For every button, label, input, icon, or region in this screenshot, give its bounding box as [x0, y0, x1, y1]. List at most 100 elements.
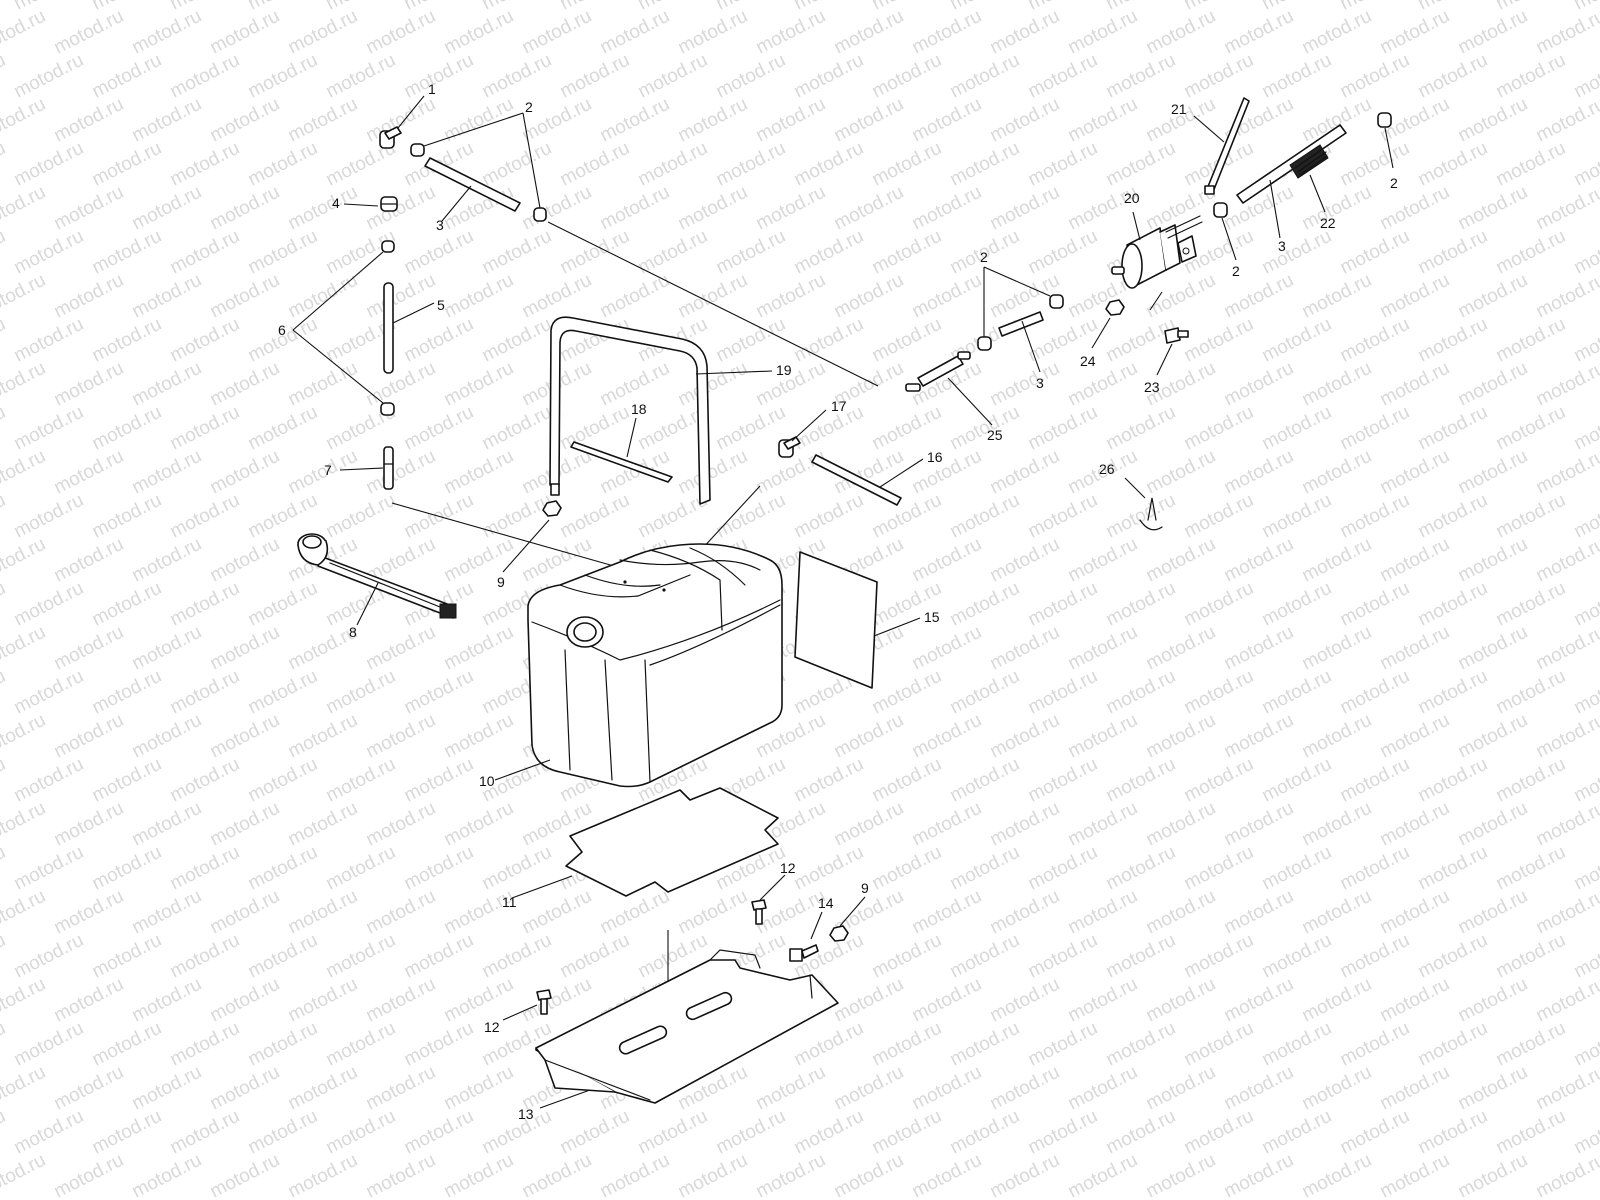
watermark-text: motod.ru — [1103, 490, 1179, 543]
watermark-text: motod.ru — [557, 490, 633, 543]
watermark-text: motod.ru — [1259, 226, 1335, 279]
watermark-text: motod.ru — [557, 226, 633, 279]
watermark-text: motod.ru — [1065, 358, 1141, 411]
part-20-fuel-pump: 20 — [1111, 190, 1203, 289]
watermark-text: motod.ru — [401, 50, 477, 103]
watermark-text: motod.ru — [51, 534, 127, 587]
watermark-text: motod.ru — [597, 886, 673, 939]
watermark-text: motod.ru — [479, 226, 555, 279]
watermark-text: motod.ru — [1221, 1062, 1297, 1115]
part-25-fuel-filter: 25 — [905, 351, 1003, 443]
watermark-text: motod.ru — [1259, 1018, 1335, 1071]
watermark-text: motod.ru — [167, 138, 243, 191]
watermark-text: motod.ru — [1377, 446, 1453, 499]
watermark-text: motod.ru — [1103, 754, 1179, 807]
watermark-text: motod.ru — [987, 974, 1063, 1027]
watermark-text: motod.ru — [1455, 182, 1531, 235]
watermark-text: motod.ru — [1221, 886, 1297, 939]
watermark-text: motod.ru — [51, 1062, 127, 1115]
watermark-text: motod.ru — [869, 0, 945, 14]
watermark-text: motod.ru — [1299, 1150, 1375, 1200]
watermark-text: motod.ru — [441, 622, 517, 675]
watermark-text: motod.ru — [557, 0, 633, 14]
watermark-text: motod.ru — [441, 270, 517, 323]
watermark-text: motod.ru — [285, 1150, 361, 1200]
watermark-text: motod.ru — [207, 94, 283, 147]
watermark-text: motod.ru — [0, 490, 9, 543]
watermark-text: motod.ru — [1493, 1106, 1569, 1159]
watermark-text: motod.ru — [11, 402, 87, 455]
watermark-text: motod.ru — [285, 6, 361, 59]
watermark-text: motod.ru — [479, 930, 555, 983]
part-4-grommet: 4 — [332, 195, 398, 212]
watermark-text: motod.ru — [1455, 446, 1531, 499]
watermark-text: motod.ru — [1025, 138, 1101, 191]
watermark-text: motod.ru — [1143, 886, 1219, 939]
callout-22: 22 — [1320, 215, 1336, 231]
callout-16: 16 — [927, 449, 943, 465]
watermark-text: motod.ru — [207, 974, 283, 1027]
watermark-text: motod.ru — [1415, 138, 1491, 191]
watermark-text: motod.ru — [831, 270, 907, 323]
watermark-text: motod.ru — [791, 1106, 867, 1159]
watermark-text: motod.ru — [245, 666, 321, 719]
watermark-text: motod.ru — [1065, 534, 1141, 587]
watermark-text: motod.ru — [753, 182, 829, 235]
watermark-text: motod.ru — [869, 842, 945, 895]
watermark-text: motod.ru — [401, 666, 477, 719]
watermark-text: motod.ru — [245, 578, 321, 631]
watermark-text: motod.ru — [987, 6, 1063, 59]
watermark-text: motod.ru — [441, 358, 517, 411]
watermark-text: motod.ru — [1103, 666, 1179, 719]
watermark-text: motod.ru — [11, 666, 87, 719]
watermark-text: motod.ru — [0, 446, 49, 499]
watermark-text: motod.ru — [167, 930, 243, 983]
watermark-text: motod.ru — [1415, 490, 1491, 543]
watermark-text: motod.ru — [1455, 798, 1531, 851]
watermark-text: motod.ru — [1493, 138, 1569, 191]
watermark-text: motod.ru — [207, 622, 283, 675]
watermark-text: motod.ru — [245, 138, 321, 191]
watermark-text: motod.ru — [1103, 578, 1179, 631]
watermark-text: motod.ru — [713, 50, 789, 103]
watermark-text: motod.ru — [285, 886, 361, 939]
watermark-text: motod.ru — [791, 842, 867, 895]
watermark-text: motod.ru — [1299, 710, 1375, 763]
watermark-text: motod.ru — [909, 94, 985, 147]
watermark-text: motod.ru — [557, 50, 633, 103]
watermark-text: motod.ru — [129, 886, 205, 939]
watermark-text: motod.ru — [0, 182, 49, 235]
watermark-text: motod.ru — [401, 226, 477, 279]
watermark-text: motod.ru — [791, 402, 867, 455]
watermark-text: motod.ru — [1455, 974, 1531, 1027]
watermark-text: motod.ru — [1377, 534, 1453, 587]
watermark-text: motod.ru — [753, 270, 829, 323]
watermark-text: motod.ru — [0, 666, 9, 719]
part-18-pad: 18 — [570, 401, 673, 483]
watermark-text: motod.ru — [1221, 798, 1297, 851]
watermark-text: motod.ru — [1533, 94, 1600, 147]
watermark-text: motod.ru — [51, 270, 127, 323]
watermark-text: motod.ru — [363, 710, 439, 763]
callout-15: 15 — [924, 609, 940, 625]
watermark-text: motod.ru — [1455, 886, 1531, 939]
watermark-text: motod.ru — [1377, 974, 1453, 1027]
watermark-text: motod.ru — [363, 94, 439, 147]
watermark-text: motod.ru — [1065, 798, 1141, 851]
watermark-text: motod.ru — [1415, 1018, 1491, 1071]
watermark-text: motod.ru — [713, 138, 789, 191]
part-2-clamps-mid: 2 — [977, 249, 1064, 351]
watermark-text: motod.ru — [1337, 666, 1413, 719]
watermark-text: motod.ru — [129, 6, 205, 59]
watermark-text: motod.ru — [1181, 1106, 1257, 1159]
watermark-text: motod.ru — [675, 358, 751, 411]
watermark-text: motod.ru — [1533, 710, 1600, 763]
watermark-text: motod.ru — [1221, 358, 1297, 411]
watermark-text: motod.ru — [987, 886, 1063, 939]
watermark-text: motod.ru — [363, 886, 439, 939]
part-7-valve: 7 — [324, 446, 394, 490]
watermark-text: motod.ru — [1065, 6, 1141, 59]
watermark-text: motod.ru — [245, 1018, 321, 1071]
callout-7: 7 — [324, 462, 332, 478]
watermark-text: motod.ru — [11, 1018, 87, 1071]
